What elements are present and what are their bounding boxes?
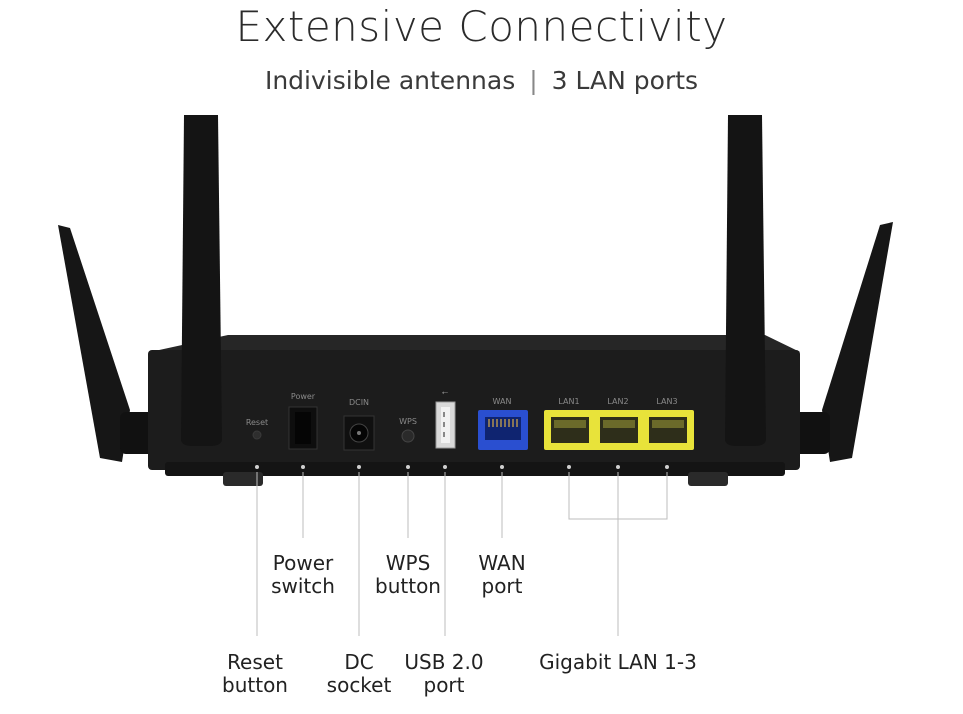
- dcin-device-label: DCIN: [349, 398, 369, 407]
- lan1-device-label: LAN1: [558, 397, 579, 406]
- router-top: [150, 335, 800, 352]
- subtitle-lan-ports: 3 LAN ports: [551, 66, 699, 95]
- router-bottom-edge: [165, 462, 785, 476]
- subtitle-antennas: Indivisible antennas: [264, 66, 516, 95]
- usb-icon: ⭠: [442, 388, 449, 397]
- callout-dc-socket: DC socket: [326, 650, 392, 697]
- router-body: [148, 350, 800, 470]
- callout-gigabit-lan: Gigabit LAN 1-3: [539, 650, 697, 674]
- page-title: Extensive Connectivity: [235, 2, 728, 51]
- lan3-device-label: LAN3: [656, 397, 677, 406]
- antenna-left-tall: [181, 115, 222, 446]
- wps-button-circle: [401, 429, 415, 443]
- page-subtitle: Indivisible antennas | 3 LAN ports: [0, 66, 963, 95]
- lan2-device-label: LAN2: [607, 397, 628, 406]
- antenna-right-outer: [822, 222, 893, 462]
- wps-device-label: WPS: [399, 417, 417, 426]
- reset-device-label: Reset: [246, 418, 268, 427]
- subtitle-separator: |: [529, 66, 538, 95]
- callout-wan-port: WAN port: [478, 551, 526, 598]
- reset-hole: [252, 430, 262, 440]
- router-foot-left: [223, 472, 263, 486]
- wan-device-label: WAN: [493, 397, 512, 406]
- callout-usb-port: USB 2.0 port: [404, 650, 484, 697]
- power-device-label: Power: [291, 392, 316, 401]
- lan-port-1: [551, 417, 589, 443]
- lan-port-2: [600, 417, 638, 443]
- antenna-left-outer: [58, 225, 130, 462]
- power-switch-rocker: [295, 412, 311, 444]
- lan-port-3: [649, 417, 687, 443]
- antenna-right-tall: [725, 115, 766, 446]
- callout-wps-button: WPS button: [375, 551, 441, 598]
- leader-lines: [256, 472, 668, 636]
- callout-reset-button: Reset button: [222, 650, 288, 697]
- callout-power-switch: Power switch: [271, 551, 335, 598]
- router-foot-right: [688, 472, 728, 486]
